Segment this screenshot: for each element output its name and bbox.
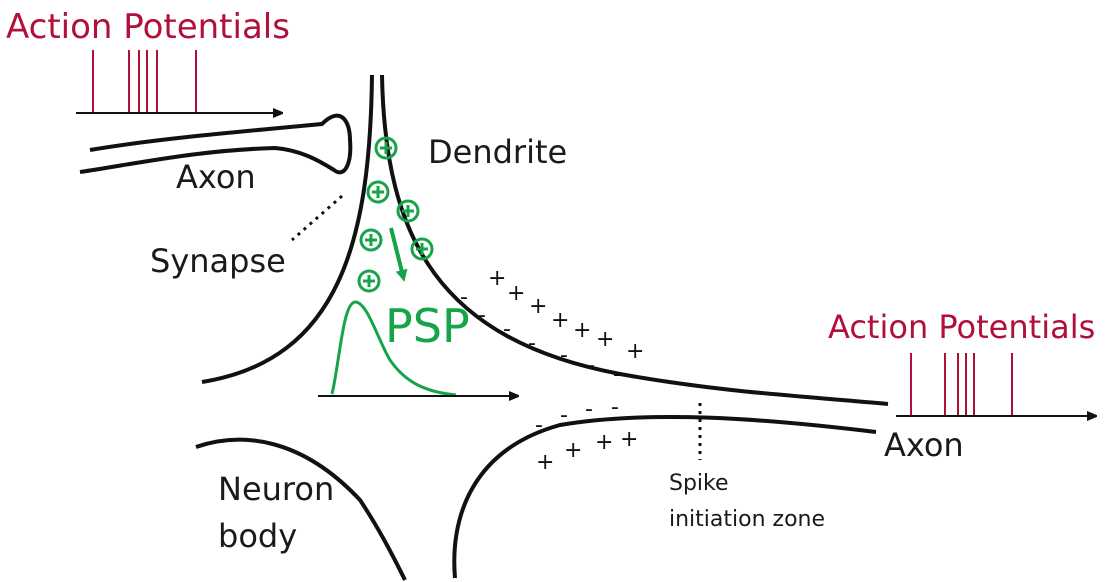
axon-in-label: Axon [176,158,256,196]
svg-text:-: - [535,413,543,438]
axon-out-label: Axon [884,426,964,464]
charges-upper-inside: - - - - - - - [460,285,621,387]
svg-text:-: - [460,285,468,310]
neuron-body-label-line1: Neuron [218,470,334,508]
dendrite-left-edge [201,74,374,384]
svg-text:+: + [507,281,525,306]
svg-text:-: - [560,343,568,368]
svg-text:+: + [620,427,638,452]
svg-text:-: - [478,303,486,328]
charges-upper-outside: + + + + + + + [488,266,644,364]
psp-label: PSP [385,299,470,353]
spike-zone-label-line1: Spike [669,471,729,496]
svg-text:+: + [488,266,506,291]
action-potentials-out-title: Action Potentials [828,308,1095,346]
ion [396,199,420,223]
ion [357,269,381,293]
svg-text:-: - [503,317,511,342]
input-axon [79,113,353,175]
neuron-body-edge [195,437,407,581]
charges-lower-inside: - - - - [535,395,619,438]
positive-ions [357,136,434,293]
svg-text:+: + [551,308,569,333]
neuron-body-label-line2: body [218,517,297,555]
svg-text:+: + [626,339,644,364]
svg-text:-: - [611,395,619,420]
ion-flow-arrow [389,227,408,282]
synapse-pointer [291,194,343,242]
svg-text:+: + [573,318,591,343]
svg-text:+: + [596,327,614,352]
psp-waveform [330,300,457,397]
neuron-outline [195,74,889,581]
dendrite-label: Dendrite [428,133,567,171]
svg-text:+: + [595,430,613,455]
svg-text:+: + [564,438,582,463]
svg-text:-: - [528,331,536,356]
svg-text:-: - [560,403,568,428]
svg-text:-: - [613,362,621,387]
spike-train-out [910,353,1013,416]
spike-zone-label-line2: initiation zone [669,507,825,532]
synapse-label: Synapse [150,242,286,280]
svg-text:+: + [536,450,554,475]
svg-text:+: + [529,294,547,319]
action-potentials-in-title: Action Potentials [6,7,290,47]
dendrite-right-edge [380,74,889,406]
axon-lower-edge [452,414,877,579]
charges-lower-outside: + + + + [536,427,638,475]
ion [374,136,398,160]
svg-text:-: - [585,397,593,422]
ion [366,180,390,204]
spike-train-in [92,50,197,113]
ion [359,228,383,252]
svg-text:-: - [587,353,595,378]
ion [410,237,434,261]
